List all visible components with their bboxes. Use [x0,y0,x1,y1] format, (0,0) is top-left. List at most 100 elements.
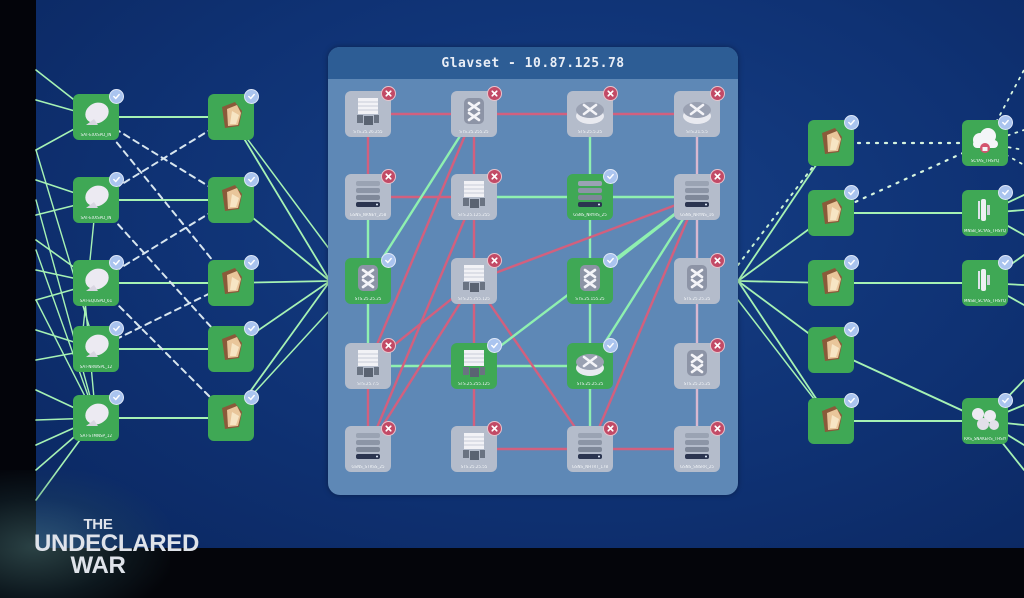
node-switch[interactable]: STS.25.25.25 [345,253,396,304]
node-label: STS.25.7.5 [357,382,379,386]
node-firewall[interactable] [208,89,259,140]
title-line-2: UNDECLARED [34,530,200,557]
database-icon [574,179,606,209]
node-database[interactable]: GSNS_NHTRT_178 [567,421,618,472]
switch-icon [574,263,606,293]
error-badge-icon [710,253,725,268]
firewall-icon [815,195,847,225]
check-badge-icon [244,172,259,187]
error-badge-icon [487,421,502,436]
node-server-rack[interactable]: STS.25.26.255 [345,86,396,137]
panel-header: Glavset - 10.87.125.78 [328,47,738,79]
router-icon [681,96,713,126]
node-server-rack[interactable]: STS.25.255.125 [451,338,502,389]
node-database[interactable]: GSNS_STRSS_25 [345,421,396,472]
node-label: SAT-EXXSPD_IN [80,133,112,137]
node-label: STS.25.25.25 [683,382,711,386]
node-server-rack[interactable]: STS.25.125.255 [451,169,502,220]
node-firewall[interactable] [208,390,259,441]
firewall-icon [215,400,247,430]
database-icon [352,179,384,209]
node-satellite-dish[interactable]: SAT-EQUSPD_61 [73,255,124,306]
error-badge-icon [603,421,618,436]
server-rack-icon [352,96,384,126]
check-badge-icon [844,322,859,337]
node-firewall[interactable] [208,172,259,223]
node-firewall[interactable] [808,185,859,236]
node-label: GSNS_SNSRR_25 [680,465,714,469]
node-antenna[interactable]: MNSB_SCYAS_THSYQ [962,255,1013,306]
node-firewall[interactable] [808,393,859,444]
node-router[interactable]: STS.21.5.5 [674,86,725,137]
error-badge-icon [381,86,396,101]
node-label: STS.25.255.125 [458,382,490,386]
node-label: STS.25.125.255 [458,213,490,217]
node-switch[interactable]: STS.25.255.25 [451,86,502,137]
show-title-card: THE UNDECLARED WAR [34,516,200,579]
node-router[interactable]: STS.25.5.25 [567,86,618,137]
node-firewall[interactable] [808,322,859,373]
database-icon [352,431,384,461]
panel-link [366,195,476,451]
node-database[interactable]: GSNS_NRYRS_25 [567,169,618,220]
node-satellite-dish[interactable]: SAT-NRWSPL_12 [73,321,124,372]
screen-glare [0,470,170,598]
error-badge-icon [381,421,396,436]
node-satellite-dish[interactable]: SAT-STMNSP_12 [73,390,124,441]
panel-firewall-link [737,280,832,422]
node-database[interactable]: GSNS_SNSRR_25 [674,421,725,472]
firewall-icon [215,331,247,361]
node-label: GSNS_STRSS_25 [351,465,385,469]
firewall-icon [815,332,847,362]
node-satellite-dish[interactable]: SAT-EXXSPD_IN [73,172,124,223]
panel-link [366,112,476,368]
node-label: STS.25.25.55 [460,465,488,469]
node-antenna[interactable]: MNSB_SCYAS_THSYQ [962,185,1013,236]
node-satellite-cluster[interactable]: RAS_SNAKERS_THSYQ [962,393,1013,444]
node-server-rack[interactable]: STS.25.25.55 [451,421,502,472]
satellite-dish-icon [80,400,112,430]
node-firewall[interactable] [808,255,859,306]
node-satellite-dish[interactable]: SAT-EXXSPD_IN [73,89,124,140]
check-badge-icon [244,321,259,336]
check-badge-icon [487,338,502,353]
node-cloud-lock[interactable]: SCYAS_THSYQ [962,115,1013,166]
firewall-panel-link [230,116,331,282]
node-firewall[interactable] [808,115,859,166]
check-badge-icon [244,390,259,405]
satellite-dish-icon [80,265,112,295]
node-firewall[interactable] [208,321,259,372]
node-label: STS.25.255.125 [458,297,490,301]
node-firewall[interactable] [208,255,259,306]
satellite-dish-icon [80,331,112,361]
server-rack-icon [352,348,384,378]
check-badge-icon [998,393,1013,408]
switch-icon [681,263,713,293]
panel-firewall-link [737,142,832,282]
switch-icon [352,263,384,293]
node-database[interactable]: GSNS_NRNEY_258 [345,169,396,220]
check-badge-icon [244,89,259,104]
node-switch[interactable]: STS.25.25.25 [674,338,725,389]
error-badge-icon [487,169,502,184]
error-badge-icon [603,86,618,101]
node-router[interactable]: STS.25.25.25 [567,338,618,389]
node-label: GSNS_NRNEY_258 [349,213,387,217]
node-server-rack[interactable]: STS.25.7.5 [345,338,396,389]
downstream-link [984,69,1024,144]
node-switch[interactable]: STS.25.155.25 [567,253,618,304]
panel-link [472,279,592,451]
title-line-1: THE [83,516,113,533]
backup-link [95,116,232,284]
node-label: STS.25.26.255 [353,130,383,134]
title-line-3: WAR [70,552,126,579]
node-label: SAT-EXXSPD_IN [80,216,112,220]
switch-icon [458,96,490,126]
panel-link [588,195,699,451]
upstream-link [35,249,97,419]
node-switch[interactable]: STS.25.25.25 [674,253,725,304]
node-server-rack[interactable]: STS.25.255.125 [451,253,502,304]
check-badge-icon [844,255,859,270]
firewall-endpoint-link [830,349,986,422]
node-database[interactable]: GSNS_NRYNS_16 [674,169,725,220]
